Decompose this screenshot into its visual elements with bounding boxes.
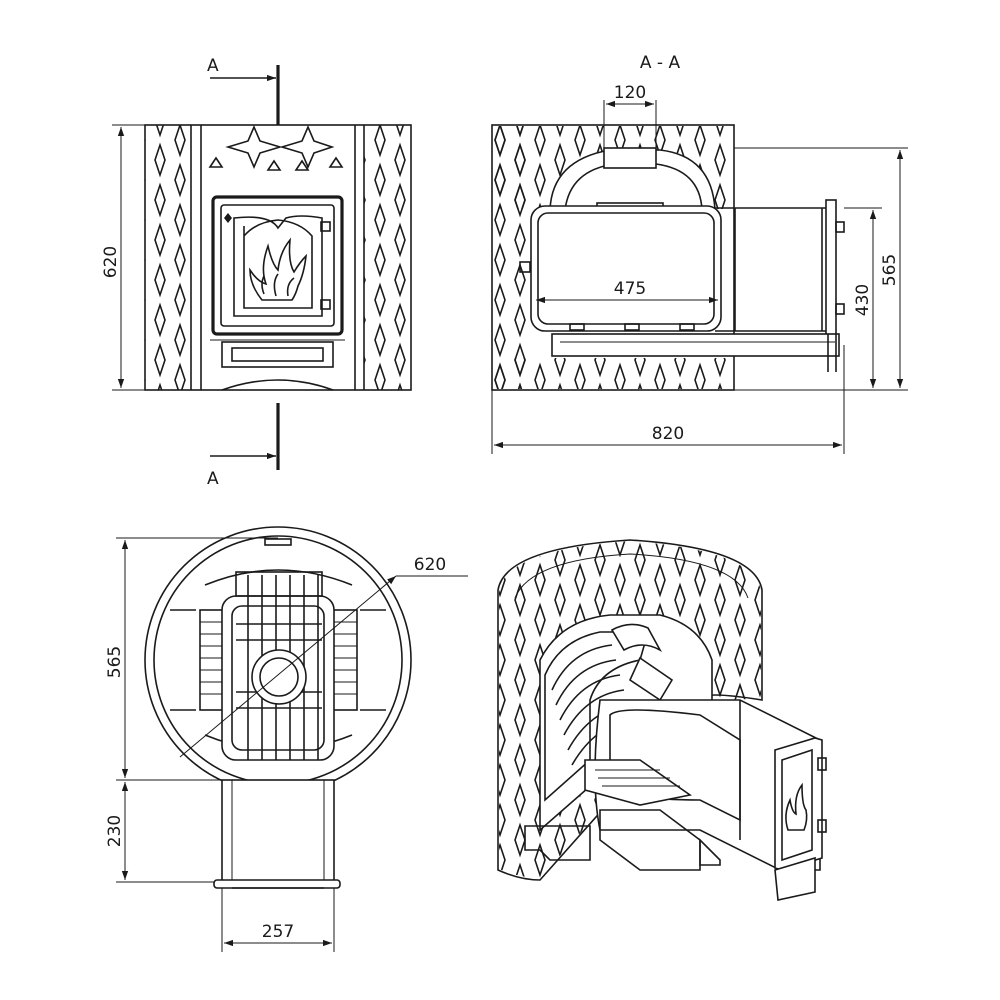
dim-tunnel-length: 230 xyxy=(105,782,214,883)
top-view: 620 565 230 257 xyxy=(105,526,468,952)
dim-top-diameter: 620 xyxy=(179,555,468,758)
cut-marker-bottom-label: A xyxy=(207,469,219,489)
firebox-door xyxy=(211,195,344,336)
dim-tunnel-length-label: 230 xyxy=(105,815,125,847)
section-title: A - A xyxy=(640,53,681,73)
dim-side-height-label: 565 xyxy=(880,254,900,286)
fire-tunnel xyxy=(221,779,335,883)
section-stone-casing xyxy=(491,124,735,391)
dim-tunnel-width: 257 xyxy=(221,888,335,952)
dim-top-depth-label: 565 xyxy=(105,646,125,678)
flame-icon xyxy=(249,237,308,301)
section-view: A - A 120 xyxy=(491,53,908,454)
iso-stone-casing xyxy=(497,539,763,881)
dim-flue-width: 120 xyxy=(603,83,657,148)
dim-front-height: 620 xyxy=(101,124,145,391)
section-cut-top: A xyxy=(207,56,280,125)
dim-tunnel-width-label: 257 xyxy=(262,922,294,942)
dim-firebox-height: 430 xyxy=(844,207,882,391)
front-view: A A xyxy=(101,56,412,489)
dim-front-height-label: 620 xyxy=(101,246,121,278)
isometric-view xyxy=(497,539,827,901)
section-cut-bottom: A xyxy=(207,403,280,489)
cut-marker-top-label: A xyxy=(207,56,219,76)
dim-flue-width-label: 120 xyxy=(614,83,646,103)
dim-side-height: 565 xyxy=(734,147,908,391)
dim-chamber-length-label: 475 xyxy=(614,279,646,299)
dim-top-diameter-label: 620 xyxy=(414,555,446,575)
firebox-chamber xyxy=(530,205,722,332)
dim-overall-length-label: 820 xyxy=(652,424,684,444)
diamond-pattern xyxy=(145,125,191,390)
dim-overall-length: 820 xyxy=(491,345,845,454)
dim-chamber-length: 475 xyxy=(536,279,718,304)
dim-firebox-height-label: 430 xyxy=(853,284,873,316)
dim-top-depth: 565 xyxy=(105,537,278,781)
